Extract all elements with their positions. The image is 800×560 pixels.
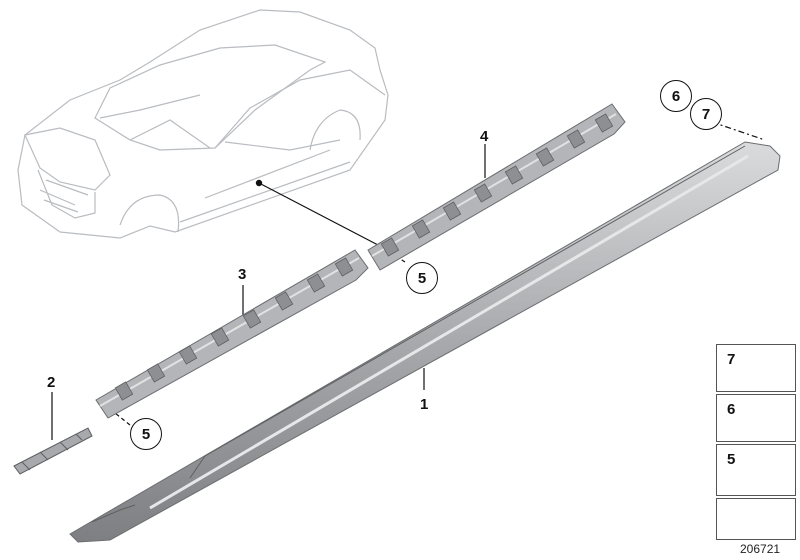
leader-lines — [51, 121, 766, 440]
callout-circle-7: 7 — [690, 98, 722, 130]
part-3-bracket — [95, 249, 369, 419]
legend-cell-arrow — [716, 498, 796, 540]
callout-circle-6: 6 — [660, 80, 692, 112]
legend-number-7: 7 — [727, 351, 736, 368]
legend-cell-5: 5 — [716, 444, 796, 496]
callout-2: 2 — [47, 374, 56, 391]
callout-circle-5-upper: 5 — [406, 262, 438, 294]
part-1-sill — [69, 141, 781, 543]
part-2-bracket — [13, 427, 93, 475]
legend-number-6: 6 — [727, 401, 736, 418]
car-outline — [17, 9, 389, 239]
legend-cell-7: 7 — [716, 344, 796, 392]
callout-1: 1 — [420, 396, 429, 413]
callout-4: 4 — [480, 128, 489, 145]
legend-number-5: 5 — [727, 451, 736, 468]
callout-3: 3 — [238, 266, 247, 283]
callout-circle-5-lower: 5 — [130, 418, 162, 450]
diagram-reference-number: 206721 — [740, 542, 781, 556]
legend-cell-6: 6 — [716, 394, 796, 442]
part-4-bracket — [367, 103, 626, 271]
